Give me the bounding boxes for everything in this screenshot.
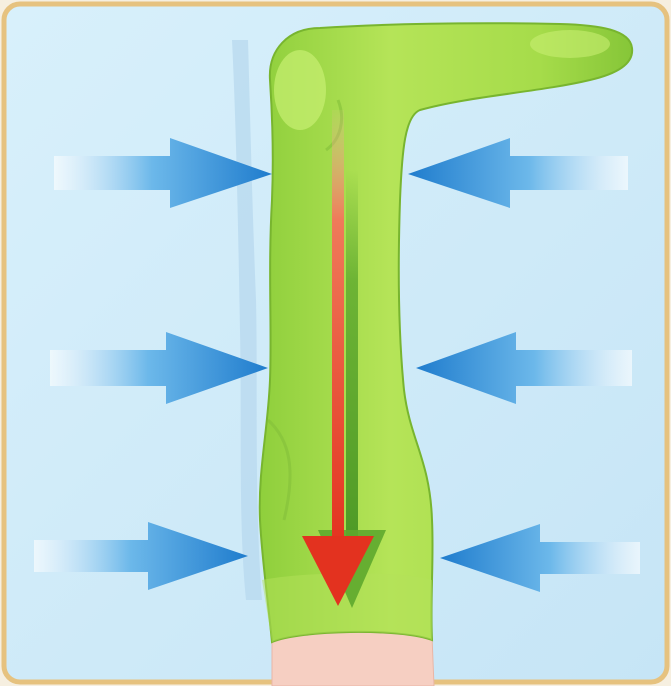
heel-highlight: [274, 50, 326, 130]
toe-highlight: [530, 30, 610, 58]
skin-thigh: [272, 630, 434, 686]
